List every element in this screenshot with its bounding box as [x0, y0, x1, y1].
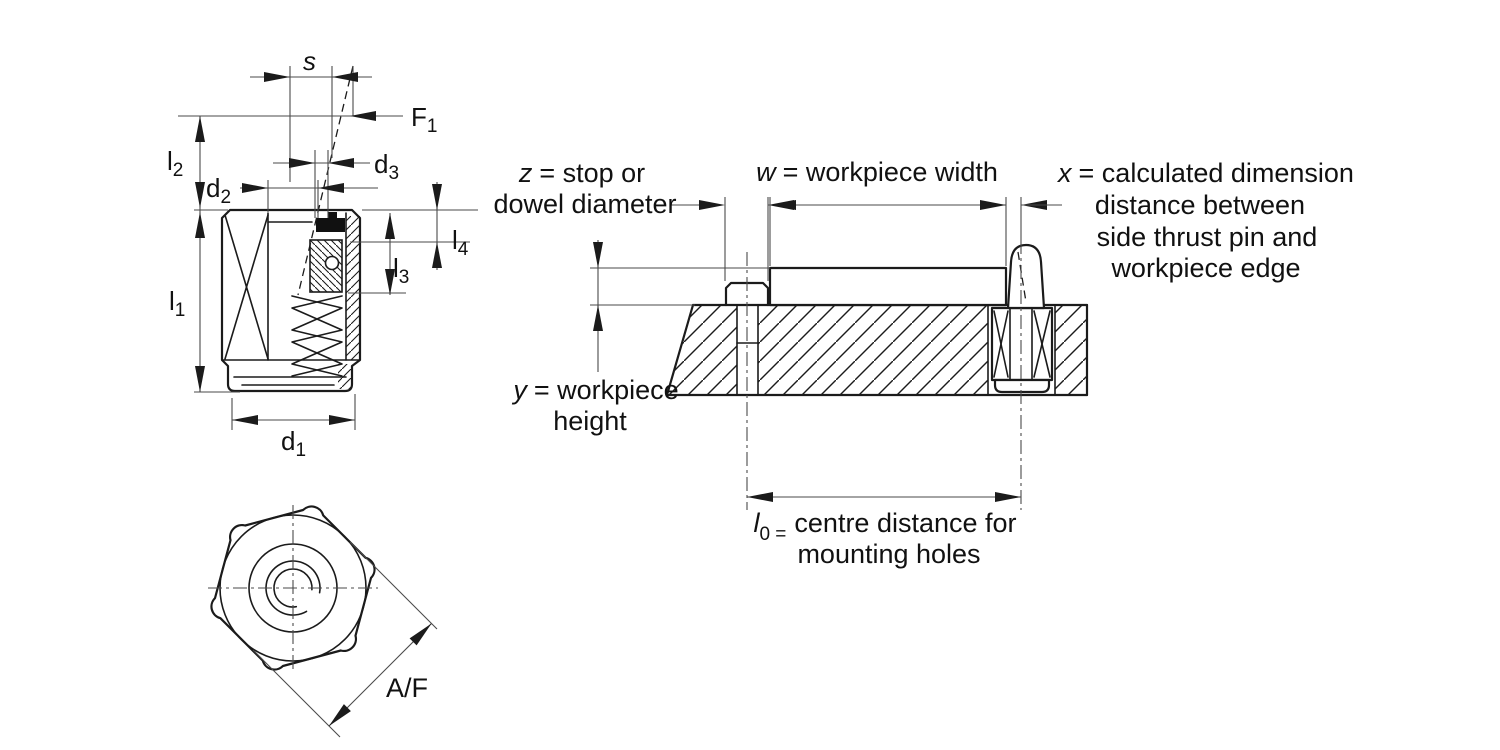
annotation-x-line2: distance between [1095, 190, 1305, 220]
dim-label-f1: F1 [411, 102, 437, 137]
annotation-x-line4: workpiece edge [1110, 253, 1300, 283]
dim-y [590, 240, 770, 372]
dim-s: s [250, 46, 372, 82]
workpiece [768, 266, 1008, 307]
section-hatch-cap [338, 364, 352, 389]
side-thrust-pin-installed [990, 243, 1054, 394]
dim-label-l3: l3 [393, 253, 409, 288]
annotation-y-line1: y= workpiece [511, 375, 678, 405]
inner-arc-2 [273, 568, 313, 608]
dim-l0 [747, 492, 1021, 502]
section-hatch-wall [346, 216, 360, 360]
deflected-axis-dashed-line [297, 65, 354, 296]
dim-d3: d3 [273, 149, 399, 184]
hole-walls [736, 304, 1056, 396]
seal-black [316, 218, 345, 232]
annotation-z-line1: z= stop or [518, 158, 645, 188]
annotation-w: w= workpiece width [756, 157, 998, 187]
dim-label-l2: l2 [167, 146, 183, 181]
dim-row-top [670, 197, 1062, 281]
dim-d1: d1 [232, 415, 355, 461]
annotation-x-line3: side thrust pin and [1097, 222, 1318, 252]
thrust-finger [1006, 243, 1046, 310]
annotation-y-line2: height [553, 406, 627, 436]
annotation-l0-line1: l0 =centre distance for [753, 508, 1016, 545]
dim-d2: d2 [206, 173, 378, 208]
section-view-side-thrust-pin: s F1 d3 d2 l2 l [167, 46, 478, 461]
dim-f1: F1 [178, 102, 437, 137]
dim-label-d3: d3 [374, 149, 399, 184]
annotation-x-line1: x= calculated dimension [1056, 158, 1354, 188]
spring [291, 295, 343, 377]
dim-l4: l4 [432, 182, 469, 270]
dim-label-d2: d2 [206, 173, 231, 208]
dim-label-l1: l1 [169, 286, 185, 321]
hex-outline [210, 505, 376, 671]
dim-label-af: A/F [386, 673, 428, 703]
sleeve-cross-panel [224, 212, 269, 361]
dim-l2-l1: l2 l1 [167, 116, 205, 392]
annotation-z-line2: dowel diameter [493, 189, 676, 219]
inner-arc-1 [265, 560, 321, 616]
dim-label-s: s [303, 46, 316, 76]
installation-view: z= stop or dowel diameter w= workpiece w… [493, 157, 1354, 569]
ball-detail [324, 255, 340, 271]
end-view-side-thrust-pin: A/F [208, 505, 438, 738]
finger-tilt-axis [1017, 251, 1027, 303]
plate-hatch [667, 305, 1087, 395]
dim-l3: l3 [385, 213, 409, 295]
pin-nub [328, 212, 337, 219]
dim-label-d1: d1 [281, 426, 306, 461]
dim-af: A/F [252, 541, 438, 738]
annotation-l0-line2: mounting holes [797, 539, 980, 569]
dim-label-l4: l4 [452, 225, 469, 260]
